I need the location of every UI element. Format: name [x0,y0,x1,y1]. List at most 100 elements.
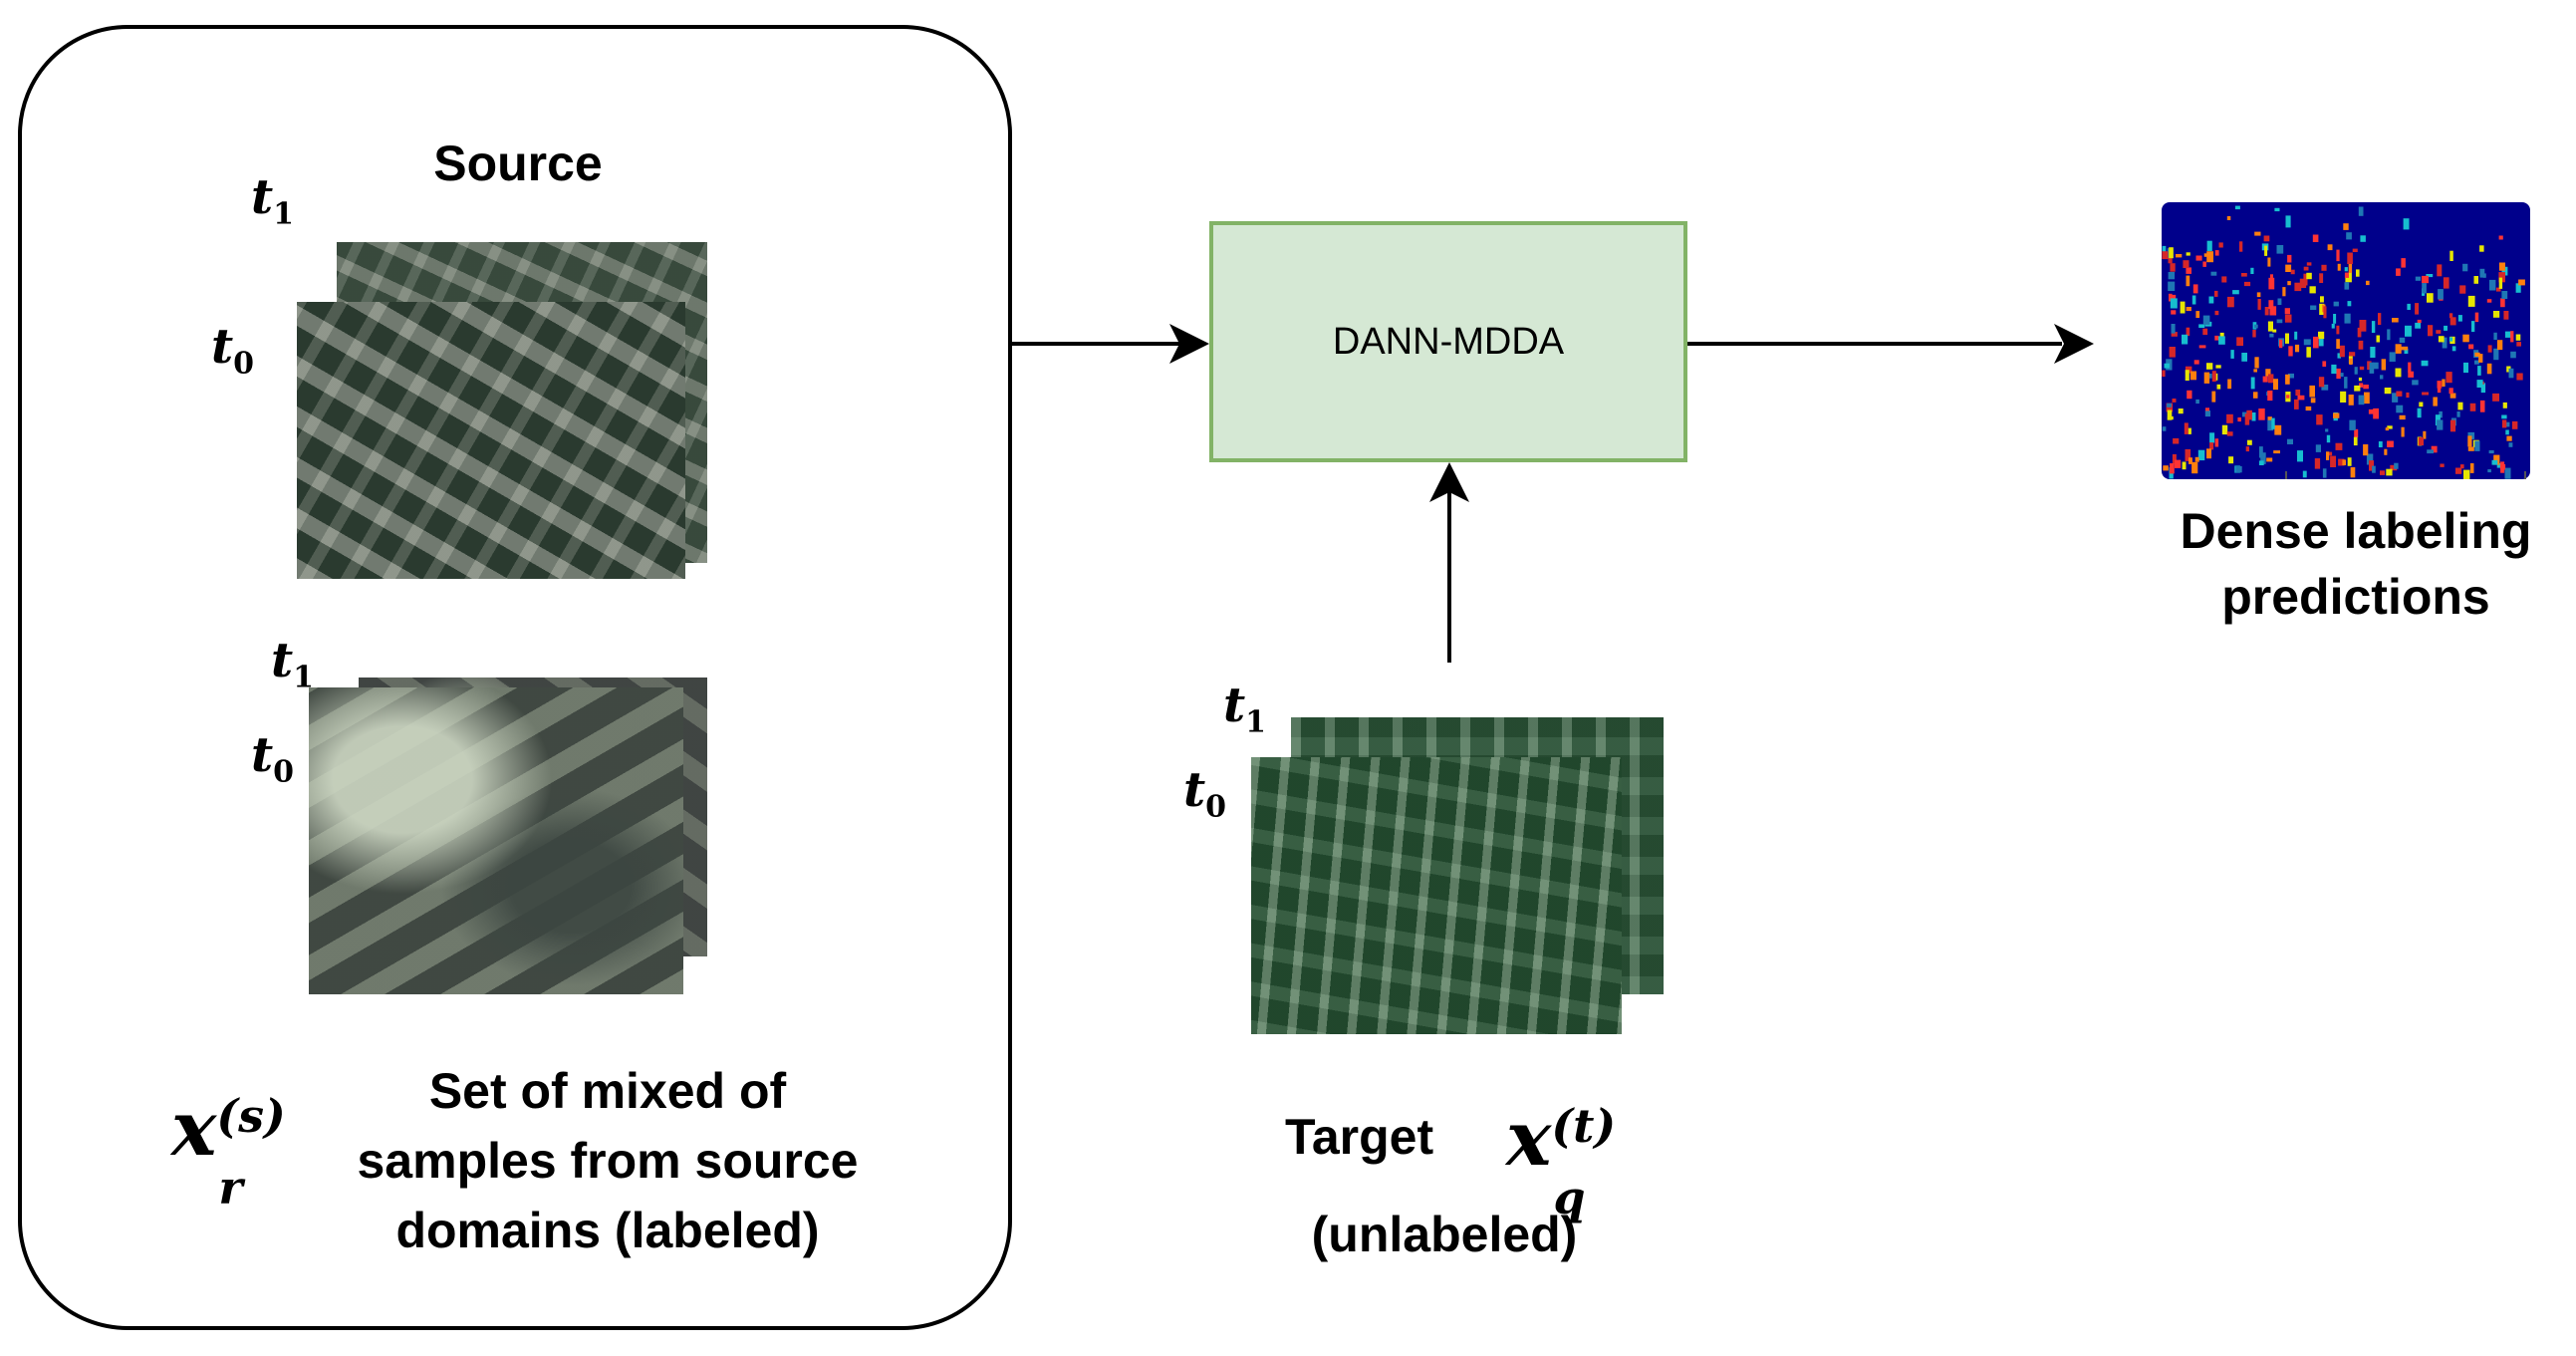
prediction-speckle [2467,435,2472,447]
prediction-speckle [2267,321,2273,332]
prediction-speckle [2356,269,2360,277]
prediction-speckle [2336,339,2340,349]
prediction-speckle [2448,388,2453,395]
prediction-speckle [2234,205,2240,210]
prediction-speckle [2185,370,2190,381]
prediction-speckle [2344,272,2349,278]
prediction-speckle [2197,449,2205,461]
prediction-speckle [2337,263,2341,271]
prediction-speckle [2358,206,2364,216]
prediction-speckle [2263,235,2270,242]
prediction-speckle [2349,352,2356,357]
prediction-speckle [2198,345,2206,349]
prediction-speckle [2163,465,2169,471]
prediction-speckle [2306,272,2312,280]
prediction-speckle [2372,362,2379,370]
prediction-speckle [2479,400,2485,412]
prediction-speckle [2415,276,2422,281]
prediction-speckle [2474,360,2479,365]
prediction-speckle [2378,313,2382,325]
prediction-speckle [2511,420,2518,429]
prediction-speckle [2319,303,2325,315]
prediction-speckle [2478,354,2483,363]
prediction-speckle [2262,376,2268,383]
prediction-speckle [2501,414,2507,419]
prediction-speckle [2368,408,2375,414]
prediction-speckle [2510,331,2514,343]
prediction-speckle [2462,263,2468,272]
prediction-speckle [2418,437,2424,446]
prediction-speckle [2390,464,2398,471]
prediction-speckle [2243,281,2251,287]
prediction-speckle [2186,307,2191,312]
prediction-speckle [2266,457,2273,462]
dense-prediction-map [2162,202,2530,479]
source-a-t0-label: t0 [211,319,255,382]
prediction-speckle [2417,407,2422,418]
prediction-speckle [2326,434,2331,443]
prediction-speckle [2369,362,2375,374]
prediction-speckle [2338,458,2345,466]
prediction-speckle [2208,296,2214,304]
prediction-speckle [2164,363,2170,369]
prediction-speckle [2385,427,2389,431]
prediction-speckle [2170,463,2175,474]
prediction-speckle [2433,397,2438,407]
prediction-speckle [2194,456,2199,462]
prediction-speckle [2387,440,2394,447]
prediction-speckle [2239,241,2243,252]
prediction-speckle [2269,306,2277,316]
prediction-speckle [2260,452,2266,464]
prediction-speckle [2487,469,2491,473]
prediction-speckle [2439,410,2443,418]
prediction-speckle [2188,427,2191,434]
prediction-speckle [2405,325,2412,337]
prediction-speckle [2467,446,2474,451]
prediction-speckle [2515,334,2521,341]
prediction-speckle [2401,426,2405,437]
prediction-speckle [2251,412,2256,421]
prediction-speckle [2321,385,2329,391]
prediction-speckle [2469,403,2476,411]
prediction-speckle [2285,264,2292,272]
prediction-speckle [2279,339,2283,349]
prediction-speckle [2364,392,2370,405]
prediction-speckle [2436,330,2442,334]
prediction-speckle [2195,255,2202,261]
prediction-speckle [2250,377,2255,390]
prediction-speckle [2320,296,2324,303]
prediction-speckle [2313,336,2319,349]
prediction-speckle [2518,279,2525,286]
prediction-speckle [2510,351,2516,359]
prediction-speckle [2449,317,2456,326]
prediction-speckle [2412,380,2419,386]
prediction-speckle [2221,276,2227,283]
prediction-speckle [2395,344,2402,354]
prediction-speckle [2250,267,2254,274]
prediction-speckle [2221,424,2228,435]
prediction-speckle [2202,315,2210,325]
prediction-speckle [2303,339,2311,346]
source-caption-line-1: Set of mixed of [428,1063,787,1119]
prediction-speckle [2167,415,2174,420]
prediction-speckle [2474,440,2480,451]
prediction-speckle [2214,250,2219,256]
prediction-speckle [2421,360,2429,367]
prediction-speckle [2479,268,2485,278]
prediction-speckle [2167,403,2172,407]
prediction-speckle [2265,369,2271,377]
prediction-speckle [2380,375,2384,380]
prediction-speckle [2502,402,2507,408]
prediction-speckle [2285,215,2291,228]
prediction-speckle [2271,417,2275,429]
prediction-speckle [2287,281,2291,286]
prediction-speckle [2358,340,2364,350]
prediction-speckle [2346,232,2352,240]
prediction-speckle [2288,373,2294,379]
source-b-t1-label: t1 [271,633,315,695]
prediction-speckle [2218,242,2223,248]
prediction-speckle [2442,379,2446,387]
prediction-speckle [2340,373,2344,378]
prediction-speckle [2340,391,2347,403]
prediction-speckle [2245,415,2249,424]
